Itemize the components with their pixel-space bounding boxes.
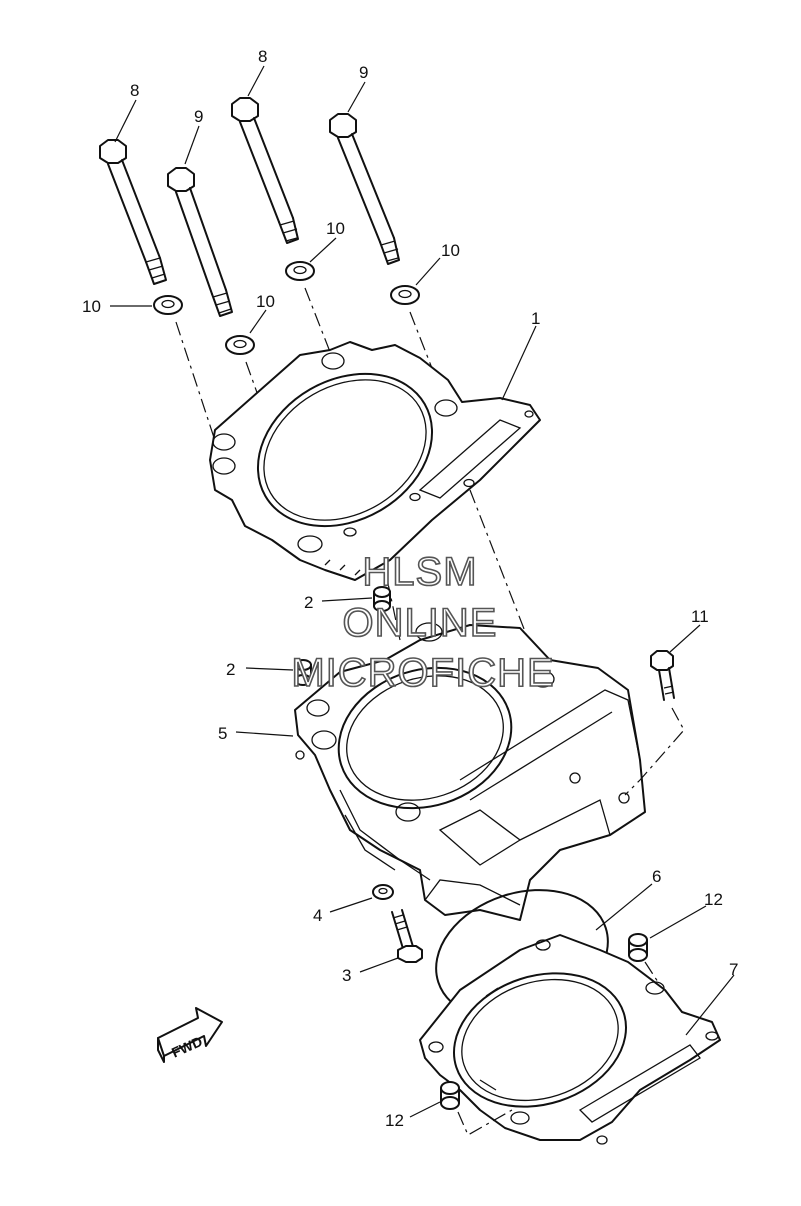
bolt-9-right xyxy=(329,113,400,265)
watermark-line-3: MICROFICHE xyxy=(291,651,554,695)
base-gasket-7 xyxy=(419,934,721,1145)
head-gasket-1 xyxy=(209,341,541,581)
callout-7: 7 xyxy=(729,960,738,979)
bolt-9-left xyxy=(167,167,233,317)
fwd-arrow-icon: FWD xyxy=(157,1007,223,1063)
callout-5: 5 xyxy=(218,724,227,743)
bolt-8-left xyxy=(99,139,167,285)
callout-10-b: 10 xyxy=(256,292,275,311)
alignment-line-e xyxy=(347,394,401,641)
callout-12-lower: 12 xyxy=(385,1111,404,1130)
callout-10-a: 10 xyxy=(82,297,101,316)
dowel-2-upper xyxy=(373,586,391,612)
dowel-2-lower xyxy=(294,659,312,686)
callout-2-upper: 2 xyxy=(304,593,313,612)
cylinder-block-5 xyxy=(294,622,646,921)
callout-10-c: 10 xyxy=(326,219,345,238)
callout-11: 11 xyxy=(691,607,709,626)
callout-8-left: 8 xyxy=(130,81,139,100)
callout-2-lower: 2 xyxy=(226,660,235,679)
dowel-12-upper xyxy=(628,933,648,962)
bolt-3 xyxy=(391,909,423,963)
watermark: HLSM ONLINE MICROFICHE xyxy=(291,549,555,696)
bolt-11 xyxy=(650,650,675,701)
callout-9-right: 9 xyxy=(359,63,368,82)
alignment-line-i xyxy=(644,961,659,983)
callout-10-d: 10 xyxy=(441,241,460,260)
watermark-line-2: ONLINE xyxy=(343,601,498,645)
callout-9-left: 9 xyxy=(194,107,203,126)
washer-10-d xyxy=(390,285,420,305)
alignment-line-a xyxy=(175,321,223,463)
washer-10-b xyxy=(225,335,255,355)
callout-3: 3 xyxy=(342,966,351,985)
callout-6: 6 xyxy=(652,867,661,886)
dowel-12-lower xyxy=(440,1081,460,1110)
callout-1: 1 xyxy=(531,309,540,328)
washer-10-a xyxy=(153,295,183,315)
watermark-line-1: HLSM xyxy=(362,550,477,594)
leader-lines xyxy=(110,65,735,1118)
alignment-line-f xyxy=(469,489,541,671)
washer-10-c xyxy=(285,261,315,281)
callout-8-right: 8 xyxy=(258,47,267,66)
alignment-line-h xyxy=(457,1109,513,1136)
callout-4: 4 xyxy=(313,906,322,925)
alignment-line-g xyxy=(624,707,685,796)
bolt-8-right xyxy=(231,97,299,244)
callout-12-upper: 12 xyxy=(704,890,723,909)
washer-4 xyxy=(372,884,394,900)
